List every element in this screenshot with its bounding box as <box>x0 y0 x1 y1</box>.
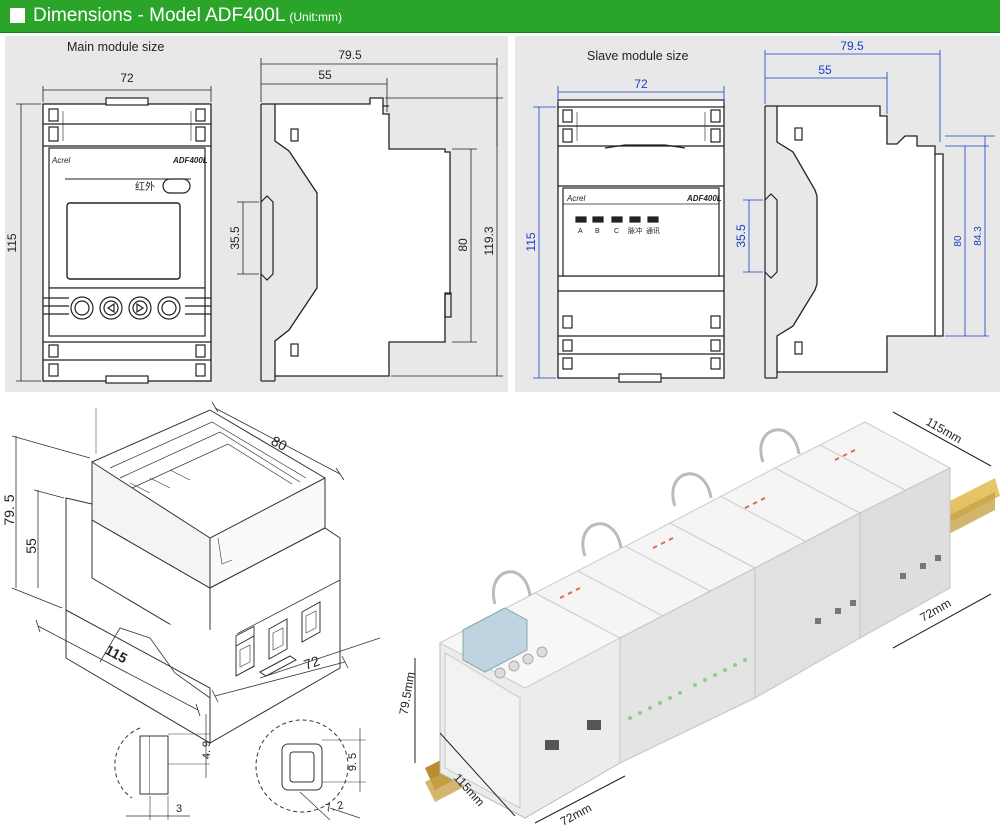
iso-dims <box>11 401 381 717</box>
main-width-dim: 72 <box>120 71 134 85</box>
section-header: Dimensions - Model ADF400L(Unit:mm) <box>0 0 1000 33</box>
led-comm-icon <box>647 216 659 223</box>
main-brand-label: Acrel <box>51 156 70 165</box>
photo-dim-bottom: 72mm <box>558 801 594 829</box>
ir-label: 红外 <box>135 180 155 193</box>
main-height-dim: 115 <box>5 233 19 252</box>
main-front-view: Acrel ADF400L 红外 <box>42 97 212 384</box>
detail-hole-width: 7. 2 <box>324 799 344 815</box>
slave-depth-total-dim: 79.5 <box>840 39 864 53</box>
led-a-icon <box>575 216 587 223</box>
led-c-icon <box>611 216 623 223</box>
detail-hole <box>255 719 366 821</box>
slave-htotal-dim: 84.3 <box>973 226 984 246</box>
led-label-a: A <box>578 228 583 235</box>
main-depth-total-dim: 79.5 <box>338 48 362 62</box>
photo-dims <box>414 411 992 824</box>
led-pulse-icon <box>629 216 641 223</box>
header-unit: (Unit:mm) <box>289 10 343 24</box>
detail-slot <box>114 714 210 820</box>
lcd-screen <box>66 202 181 280</box>
slave-caption: Slave module size <box>587 49 688 63</box>
slave-din-dim: 35.5 <box>734 224 748 248</box>
slave-depth-front-dim: 55 <box>818 63 832 77</box>
slave-side-view <box>764 105 944 379</box>
main-caption: Main module size <box>67 40 164 54</box>
main-htotal-dim: 119.3 <box>482 226 496 255</box>
header-title: Dimensions - Model ADF400L(Unit:mm) <box>33 5 343 26</box>
detail-slot-height: 4. 9 <box>201 741 213 759</box>
square-icon <box>10 8 25 23</box>
slave-module-panel: Slave module size Acrel ADF400L A B C 脉冲… <box>515 36 1000 392</box>
iso-depth-dim: 80 <box>269 433 290 455</box>
ir-port-icon <box>162 178 191 194</box>
slave-model-label: ADF400L <box>686 194 722 203</box>
led-label-pulse: 脉冲 <box>628 226 642 235</box>
isometric-panel: 79. 5 55 80 115 72 4. 9 3 9. 5 7. 2 <box>0 398 395 840</box>
slave-front-dims <box>533 86 725 379</box>
isometric-drawing <box>65 409 341 744</box>
main-h80-dim: 80 <box>456 238 470 252</box>
slave-width-dim: 72 <box>634 77 648 91</box>
led-label-c: C <box>614 228 619 235</box>
detail-hole-height: 9. 5 <box>347 753 359 771</box>
main-module-panel: Main module size Acrel ADF400L 红外 <box>5 36 508 392</box>
slave-brand-label: Acrel <box>566 194 585 203</box>
iso-width-dim: 72 <box>302 652 322 672</box>
main-depth-front-dim: 55 <box>318 68 332 82</box>
main-side-dims <box>237 58 503 377</box>
photo-dim-top-right: 115mm <box>924 414 965 446</box>
slave-h80-dim: 80 <box>953 235 964 247</box>
iso-height-total-dim: 79. 5 <box>1 494 17 525</box>
led-label-comm: 通讯 <box>646 226 660 235</box>
slave-side-dims <box>743 50 995 337</box>
slave-height-dim: 115 <box>524 232 538 251</box>
device-row <box>438 421 952 819</box>
detail-slot-width: 3 <box>176 803 182 815</box>
main-side-view <box>260 97 452 382</box>
led-label-b: B <box>595 228 600 235</box>
iso-height-front-dim: 55 <box>23 538 39 554</box>
led-b-icon <box>592 216 604 223</box>
slave-front-view: Acrel ADF400L A B C 脉冲 通讯 <box>557 99 725 383</box>
main-model-label: ADF400L <box>172 156 208 165</box>
main-din-dim: 35.5 <box>228 226 242 250</box>
product-photo-panel: 115mm 72mm 79.5mm 115mm 72mm <box>395 398 1000 840</box>
main-front-dims <box>16 86 212 382</box>
